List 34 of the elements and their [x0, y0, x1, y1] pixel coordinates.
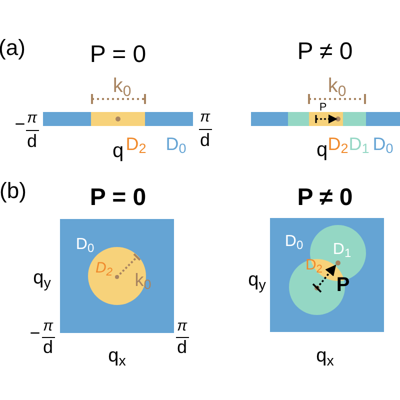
region-label: D$_{1}$ [348, 135, 370, 153]
panel-label: (a) [0, 37, 26, 59]
dimension-label: k$_{0}$ [112, 76, 132, 96]
panel-label: (b) [0, 180, 26, 202]
vector-label: P [336, 275, 350, 295]
region-label: D$_{0}$ [372, 135, 394, 153]
region-label: D$_{2}$ [328, 135, 348, 153]
axis-label: − [14, 115, 26, 133]
axis-label: q$_{x}$ [108, 346, 126, 366]
axis-label: π [26, 110, 38, 126]
vector-label: P [319, 102, 327, 114]
dimension-label: k$_{0}$ [328, 76, 346, 96]
axis-label: d [177, 338, 187, 356]
condition-label: P = 0 [90, 186, 146, 210]
axis-label: d [200, 131, 210, 149]
condition-label: P ≠ 0 [297, 186, 353, 210]
region-label: D$_{2}$ [126, 135, 146, 153]
condition-label: P ≠ 0 [297, 40, 353, 64]
axis-label: π [176, 318, 188, 334]
condition-label: P = 0 [90, 43, 146, 67]
axis-label: q [316, 140, 328, 160]
axis-label: − [30, 324, 40, 342]
axis-label: q$_{x}$ [316, 346, 334, 366]
axis-label: q [112, 141, 124, 161]
axis-label: d [43, 338, 53, 356]
axis-label: π [42, 318, 54, 334]
region-label: D$_{2}$ [95, 260, 113, 276]
axis-label: d [27, 132, 37, 150]
axis-label: π [200, 110, 210, 124]
region-label: D$_{0}$ [284, 234, 304, 250]
region-label: D$_{0}$ [76, 237, 94, 253]
region-label: D$_{1}$ [332, 242, 352, 258]
region-label: D$_{0}$ [166, 135, 186, 153]
dimension-label: k$_{0}$ [134, 271, 152, 289]
